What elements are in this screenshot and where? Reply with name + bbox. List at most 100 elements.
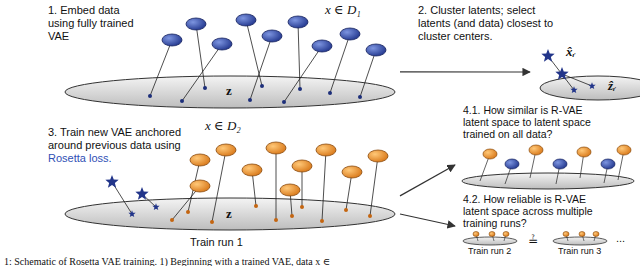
encoder-link [276, 148, 277, 220]
data-point [593, 232, 599, 237]
cluster-panel: 2. Cluster latents; select latents (and … [530, 46, 640, 102]
data-point [579, 232, 585, 237]
question-label: 4.2. How reliable is R-VAE latent space … [463, 193, 601, 229]
encoder-link [330, 34, 350, 93]
data-point [162, 34, 182, 46]
data-point [242, 164, 262, 176]
anchor-star [135, 187, 148, 200]
latent-point [282, 100, 286, 104]
latent-plane [462, 173, 634, 189]
encoder-link [284, 46, 322, 102]
data-point [473, 232, 479, 237]
encoder-link [150, 20, 376, 102]
latent-point [298, 87, 302, 91]
run-label: Train run 2 [468, 246, 511, 256]
anchor-star [570, 86, 577, 93]
data-point [505, 159, 519, 169]
latent-point [170, 204, 372, 224]
data-point [617, 145, 631, 155]
latent-plane [65, 198, 395, 230]
run-label: Train run 1 [190, 236, 243, 249]
data-point [162, 14, 386, 56]
loss-label: Rosetta loss. [48, 152, 112, 165]
latent-point [358, 95, 362, 99]
data-point [553, 159, 567, 169]
latent-point [170, 218, 174, 222]
data-point [190, 154, 210, 166]
latent-plane [540, 76, 640, 100]
data-point [288, 16, 308, 28]
data-point [292, 160, 312, 172]
set-label: x ∈ D₁ [325, 2, 361, 17]
latent-point [260, 84, 264, 88]
encoder-link [250, 36, 272, 100]
data-point [601, 159, 615, 169]
data-point [483, 149, 497, 159]
data-point [577, 147, 591, 157]
step-label: 3. Train new VAE anchored around previou… [48, 126, 198, 152]
latent-label: z [226, 207, 232, 221]
latent-point [186, 210, 190, 214]
similarity-panel: 4.1. How similar is R-VAE latent space t… [455, 102, 638, 190]
set-label: x ∈ D₂ [205, 118, 241, 133]
data-point [368, 150, 388, 162]
anchor-label: ẑᵣ [608, 78, 616, 93]
anchor-star [588, 82, 595, 89]
anchor-star [152, 203, 159, 210]
latent-plane [540, 76, 640, 100]
data-point [563, 232, 569, 237]
compare-symbol: ≟ [528, 234, 538, 248]
latent-plane [65, 76, 395, 108]
anchor-star [105, 175, 118, 188]
anchor-star [541, 49, 554, 62]
question-label: 4.1. How similar is R-VAE latent space t… [463, 104, 601, 140]
flow-arrow [400, 214, 455, 226]
anchor-star [105, 175, 159, 217]
run-label: Train run 3 [558, 246, 601, 256]
latent-point [180, 99, 184, 103]
encoder-link [246, 20, 262, 86]
anchor-star [128, 210, 135, 217]
data-point [216, 144, 236, 156]
latent-plane [462, 173, 634, 189]
latent-label: z [226, 84, 232, 98]
latent-plane [553, 237, 607, 245]
flow-arrow [400, 71, 530, 72]
data-point [236, 14, 256, 26]
latent-point [274, 218, 278, 222]
data-point [280, 184, 300, 196]
latent-point [320, 219, 324, 223]
latent-point [344, 208, 348, 212]
latent-point [368, 214, 372, 218]
encoder-link [182, 44, 222, 101]
latent-point [290, 214, 294, 218]
data-point [503, 232, 509, 237]
encoder-link [370, 156, 378, 216]
latent-plane [65, 198, 395, 230]
encoder-link [212, 150, 226, 222]
latent-plane [463, 237, 517, 245]
train-panel: 3. Train new VAE anchored around previou… [45, 118, 400, 250]
step-label: 1. Embed data using fully trained VAE [48, 4, 144, 43]
data-point [312, 40, 332, 52]
data-point [186, 18, 206, 30]
encoder-link [196, 24, 205, 88]
latent-point [254, 204, 258, 208]
data-point [316, 144, 336, 156]
data-point [483, 145, 631, 169]
reliability-panel: 4.2. How reliable is R-VAE latent space … [455, 192, 638, 252]
data-point [340, 28, 360, 40]
latent-point [148, 84, 362, 104]
data-point [342, 166, 362, 178]
step-label: 2. Cluster latents; select latents (and … [418, 4, 563, 43]
data-point [190, 142, 388, 196]
anchor-label: x̂ᵣ [566, 44, 575, 59]
encoder-link [112, 148, 378, 222]
data-point [266, 142, 286, 154]
data-point [262, 30, 282, 42]
encoder-link [150, 40, 172, 96]
data-point [190, 180, 210, 192]
latent-point [248, 98, 252, 102]
anchor-star [555, 67, 568, 80]
